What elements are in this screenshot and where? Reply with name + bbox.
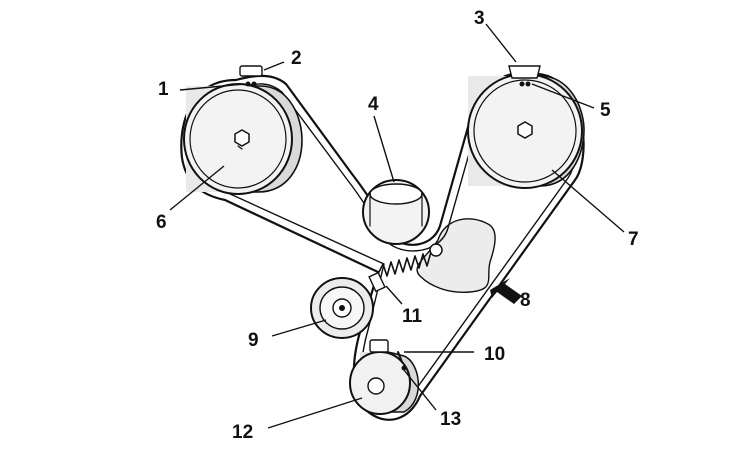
- callout-13: 13: [440, 409, 461, 430]
- left-camshaft-pulley: [183, 83, 303, 195]
- tensioner-spring: [368, 243, 443, 293]
- callout-11: 11: [402, 306, 423, 327]
- camshaft-bolt-hex: [234, 129, 250, 147]
- direction-arrow-icon: [490, 278, 522, 304]
- callout-6: 6: [156, 212, 167, 233]
- callout-12: 12: [232, 422, 253, 443]
- tensioner-pulley: [310, 277, 374, 339]
- callout-1: 1: [158, 79, 169, 100]
- timing-mark-right: [508, 65, 541, 87]
- callout-labels: 1 2 3 4 5 6 7 8 9 10 11 12 13: [156, 8, 639, 443]
- right-camshaft-pulley: [467, 73, 585, 189]
- callout-3: 3: [474, 8, 485, 29]
- timing-mark-left: [239, 65, 263, 87]
- callout-9: 9: [248, 330, 259, 351]
- camshaft-bolt-hex: [517, 121, 533, 139]
- leader-lines: [169, 23, 625, 429]
- idler-pulley: [362, 179, 430, 245]
- callout-4: 4: [368, 94, 379, 115]
- timing-mark-crank: [397, 351, 407, 371]
- tensioner-bracket: [416, 218, 496, 293]
- callout-5: 5: [600, 100, 611, 121]
- crankshaft-sprocket: [349, 339, 420, 415]
- callout-2: 2: [291, 48, 302, 69]
- callout-8: 8: [520, 290, 531, 311]
- callout-10: 10: [484, 344, 505, 365]
- callout-7: 7: [628, 229, 639, 250]
